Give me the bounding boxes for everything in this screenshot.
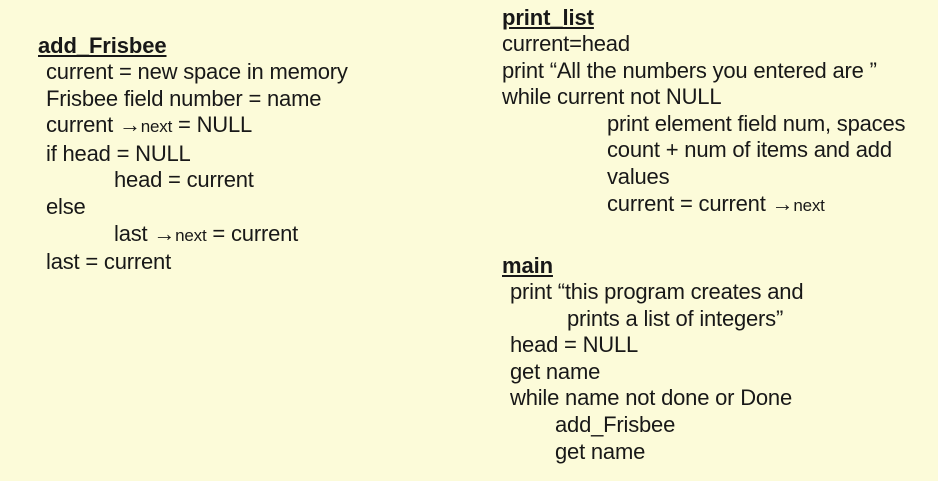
code-line: print element field num, spaces: [607, 110, 906, 136]
code-token: current = current: [607, 190, 772, 216]
code-token-small: next: [175, 225, 207, 245]
code-token: = NULL: [172, 112, 253, 138]
code-line: head = NULL: [510, 332, 639, 358]
code-line: add_Frisbee: [555, 411, 676, 437]
code-line: get name: [555, 438, 646, 464]
code-line: while current not NULL: [502, 84, 722, 110]
block-title-main: main: [502, 253, 553, 278]
code-line: values: [607, 163, 670, 189]
arrow-icon: →: [771, 190, 794, 216]
code-token: = current: [206, 220, 299, 246]
code-line: Frisbee field number = name: [46, 85, 322, 111]
code-line: current = new space in memory: [46, 59, 348, 84]
arrow-icon: →: [118, 112, 141, 138]
code-line: last = current: [46, 249, 171, 275]
arrow-icon: →: [153, 220, 176, 246]
code-token-small: next: [140, 117, 173, 137]
code-token: current: [46, 112, 119, 138]
code-line: while name not done or Done: [510, 385, 793, 411]
code-line: last →next = current: [114, 221, 348, 250]
code-line: if head = NULL: [46, 140, 191, 166]
code-line: current=head: [502, 31, 630, 56]
code-line: head = current: [114, 167, 254, 193]
block-title-print-list: print_list: [502, 5, 594, 30]
code-line: prints a list of integers”: [567, 305, 784, 331]
code-token: last: [114, 220, 154, 246]
block-title-add-frisbee: add_Frisbee: [38, 33, 167, 58]
code-line: else: [46, 193, 86, 219]
code-line: count + num of items and add: [607, 137, 892, 163]
code-line: current = current →next: [607, 191, 905, 220]
code-line: get name: [510, 358, 601, 384]
code-line: print “this program creates and: [510, 279, 804, 304]
code-line: print “All the numbers you entered are ”: [502, 57, 877, 83]
code-token-small: next: [793, 195, 825, 215]
code-line: current →next = NULL: [46, 112, 348, 141]
pseudocode-block-add-frisbee: add_Frisbee current = new space in memor…: [38, 33, 348, 276]
